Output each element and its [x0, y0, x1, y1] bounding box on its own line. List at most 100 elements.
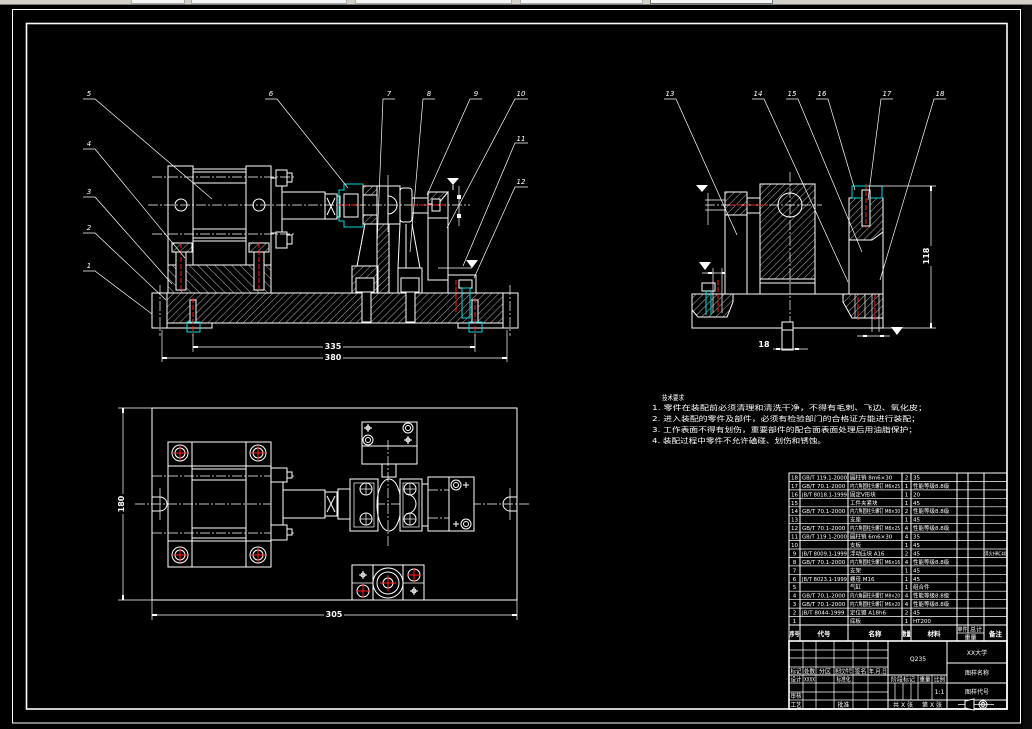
- front-view: 335 380 1 2 3 4 5 6 7 8 9 10 11 12: [83, 90, 528, 362]
- balloon-number: 3: [87, 188, 91, 196]
- parts-cell-qty: 1: [905, 543, 909, 549]
- parts-cell-name: 固定V形块: [850, 490, 876, 498]
- balloon-2: 2: [83, 224, 167, 301]
- dimension-text: 335: [325, 342, 342, 351]
- parts-cell-no: 18: [791, 475, 798, 481]
- designer-label: 设计: [791, 676, 802, 684]
- parts-cell-qty: 1: [905, 568, 909, 574]
- parts-cell-no: 14: [791, 509, 798, 515]
- balloon-3: 3: [83, 188, 173, 285]
- locating-pin: [438, 267, 477, 319]
- header-no: 序号: [789, 629, 800, 638]
- parts-cell-material: 45: [913, 568, 920, 574]
- parts-cell-no: 11: [791, 535, 798, 541]
- balloon-number: 7: [387, 90, 392, 98]
- designer-name: XXXX: [804, 677, 815, 684]
- parts-cell-no: 3: [793, 602, 797, 608]
- toolbar-field[interactable]: [131, 0, 185, 4]
- parts-cell-material: 性能等级8.8级: [913, 524, 950, 532]
- dimension-height: 118: [868, 185, 936, 329]
- parts-cell-qty: 4: [905, 594, 909, 600]
- scale-value: 1:1: [935, 689, 945, 696]
- parts-cell-material: 45: [913, 543, 920, 549]
- parts-cell-name: 内六角圆柱头螺钉 M8×30: [850, 507, 900, 515]
- parts-cell-qty: 1: [905, 501, 909, 507]
- parts-cell-qty: 4: [905, 535, 909, 541]
- cylinder-bolt-right: [248, 242, 270, 292]
- parts-list-header: 序号 代号 名称 数量 材料 单件 总计 重量 备注: [789, 626, 1003, 642]
- toolbar-field[interactable]: [355, 0, 512, 4]
- parts-cell-no: 1: [793, 619, 797, 625]
- toolbar-field[interactable]: [191, 0, 347, 4]
- title-block: 标记 处数 分区 更改文件号 签名 年.月.日 设计 XXXX 标准化 审核 工…: [788, 640, 1008, 711]
- balloon-number: 17: [883, 90, 892, 98]
- locating-key: [781, 321, 794, 351]
- toolbar-field[interactable]: [520, 0, 643, 4]
- parts-cell-no: 9: [793, 551, 797, 557]
- parts-cell-qty: 4: [905, 602, 909, 608]
- parts-cell-qty: 1: [905, 484, 909, 490]
- parts-cell-no: 4: [793, 594, 797, 600]
- parts-cell-material: 45: [913, 611, 920, 617]
- parts-cell-no: 15: [791, 501, 798, 507]
- header-single-weight: 单件: [958, 626, 968, 634]
- clamp-head: [427, 186, 461, 281]
- parts-cell-name: 气缸: [850, 583, 862, 591]
- parts-cell-material: 35: [913, 535, 920, 541]
- balloon-number: 6: [269, 90, 274, 98]
- air-cylinder: [167, 165, 341, 266]
- parts-cell-code: JB/T 8044-1999: [801, 611, 845, 617]
- parts-cell-material: 45: [913, 577, 920, 583]
- drawing-code: 图样代号: [965, 688, 989, 696]
- dimension-width: 180: [115, 407, 152, 601]
- header-name: 名称: [869, 629, 883, 638]
- parts-cell-name: 定位键 A18h6: [850, 609, 886, 617]
- parts-cell-material: 45: [913, 551, 920, 557]
- parts-cell-code: GB/T 70.1-2000: [802, 594, 846, 600]
- bracket: [356, 185, 429, 294]
- balloon-number: 16: [818, 90, 827, 98]
- sheet-border-outer: [12, 9, 1021, 724]
- support-block-plan: [361, 421, 418, 478]
- parts-cell-code: GB/T 119.1-2000: [802, 535, 847, 541]
- workpiece-block: [759, 183, 816, 295]
- dimension-text: 118: [922, 247, 931, 264]
- revision-header-count: 处数: [804, 668, 815, 676]
- balloon-9: 9: [426, 90, 482, 196]
- cylinder-mount-holes: [171, 444, 267, 564]
- revision-header-signature: 签名: [855, 668, 867, 676]
- weight-label: 重量: [920, 676, 931, 684]
- parts-cell-name: 圆柱销 6m6×30: [850, 533, 893, 541]
- parts-cell-qty: 4: [905, 526, 909, 532]
- dimension-text: 305: [326, 610, 343, 619]
- balloon-number: 8: [427, 90, 432, 98]
- toolbar-field[interactable]: [650, 0, 773, 4]
- parts-cell-name: 底板: [850, 617, 862, 625]
- parts-cell-material: 组合件: [913, 583, 930, 591]
- balloon-number: 18: [936, 90, 945, 98]
- requirement-item: 4. 装配过程中零件不允许磕碰、划伤和锈蚀。: [652, 436, 826, 445]
- balloon-1: 1: [83, 262, 153, 315]
- requirement-item: 1. 零件在装配前必须清理和清洗干净，不得有毛刺、飞边、氧化皮；: [652, 403, 927, 412]
- balloon-10: 10: [446, 90, 528, 229]
- parts-cell-code: GB/T 70.1-2000: [802, 526, 846, 532]
- balloon-8: 8: [409, 90, 435, 253]
- parts-cell-qty: 2: [905, 611, 909, 617]
- dimension-text: 380: [325, 353, 342, 362]
- balloon-6: 6: [265, 90, 349, 189]
- header-remark: 备注: [988, 629, 1003, 638]
- parts-list-grid: [789, 473, 1007, 641]
- dimension-overall-length: 380: [161, 330, 508, 362]
- process-label: 工艺: [791, 701, 802, 709]
